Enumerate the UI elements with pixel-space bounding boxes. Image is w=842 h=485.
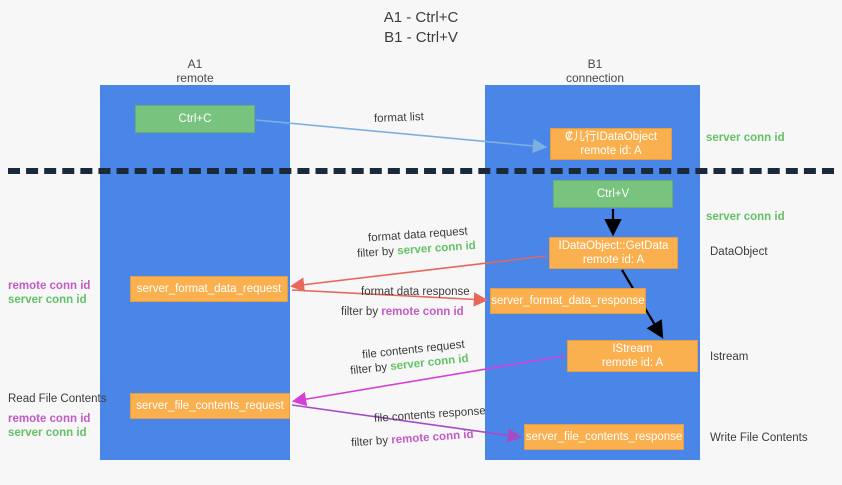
conn-id-legend-middle: remote conn id server conn id (8, 279, 90, 307)
node-idataobject-remote-id: remote id: A (580, 145, 642, 157)
conn-id-legend-middle-server: server conn id (8, 294, 87, 306)
node-getdata-label: IDataObject::GetData (558, 240, 669, 252)
filter-by-text: filter by (356, 245, 398, 261)
title-line-2: B1 - Ctrl+V (384, 29, 458, 46)
label-format-list: format list (373, 111, 425, 125)
filter-by-text-4: filter by (350, 434, 392, 450)
label-server-conn-id-top: server conn id (706, 132, 785, 144)
filter-remote-conn-id: remote conn id (381, 306, 464, 318)
lane-header-b1-sub: connection (565, 71, 625, 85)
node-ctrl-c[interactable]: Ctrl+C (135, 105, 255, 133)
node-server-format-data-request[interactable]: server_format_data_request (130, 276, 288, 302)
label-dataobject: DataObject (710, 246, 768, 258)
filter-by-text-3: filter by (349, 361, 391, 378)
label-write-file-contents: Write File Contents (710, 432, 808, 444)
node-server-file-contents-request-label: server_file_contents_request (136, 400, 284, 412)
page-title: A1 - Ctrl+C B1 - Ctrl+V (0, 8, 842, 48)
filter-server-conn-id: server conn id (396, 239, 477, 258)
node-server-format-data-response-label: server_format_data_response (491, 295, 645, 307)
label-read-file-contents: Read File Contents (8, 393, 107, 405)
lane-header-b1-name: B1 (587, 57, 603, 71)
lane-header-a1-name: A1 (187, 57, 203, 71)
conn-id-legend-bottom-server: server conn id (8, 427, 87, 439)
label-format-data-response-filter: filter by remote conn id (341, 305, 464, 320)
title-line-1: A1 - Ctrl+C (383, 9, 459, 26)
node-server-file-contents-response[interactable]: server_file_contents_response (524, 424, 684, 450)
label-format-data-response: format data response (361, 286, 470, 298)
lane-header-a1: A1 remote (120, 57, 270, 85)
node-idataobject[interactable]: ₡儿行IDataObject remote id: A (550, 128, 672, 160)
node-getdata-remote-id: remote id: A (582, 254, 645, 266)
conn-id-legend-bottom-remote: remote conn id (8, 413, 91, 425)
node-server-format-data-request-label: server_format_data_request (136, 283, 282, 295)
label-istream: Istream (710, 351, 749, 363)
node-istream[interactable]: IStream remote id: A (567, 340, 698, 372)
node-idataobject-getdata[interactable]: IDataObject::GetData remote id: A (549, 237, 678, 269)
node-server-file-contents-response-label: server_file_contents_response (525, 431, 683, 443)
node-server-format-data-response[interactable]: server_format_data_response (490, 288, 646, 314)
node-idataobject-label: ₡儿行IDataObject (564, 131, 658, 143)
phase-divider (8, 168, 834, 174)
conn-id-legend-bottom: remote conn id server conn id (8, 412, 90, 440)
node-ctrl-c-label: Ctrl+C (178, 113, 212, 125)
node-server-file-contents-request[interactable]: server_file_contents_request (130, 393, 290, 419)
filter-remote-conn-id-2: remote conn id (390, 428, 474, 447)
label-file-contents-response-filter: filter by remote conn id (351, 428, 474, 452)
node-istream-remote-id: remote id: A (601, 357, 664, 369)
conn-id-legend-middle-remote: remote conn id (8, 280, 91, 292)
label-file-contents-response: file contents response (373, 405, 487, 425)
node-istream-label: IStream (612, 343, 653, 355)
node-ctrl-v-label: Ctrl+V (596, 188, 630, 200)
lane-header-a1-sub: remote (176, 71, 214, 85)
filter-by-text-2: filter by (341, 306, 382, 318)
label-server-conn-id-second: server conn id (706, 211, 785, 223)
lane-header-b1: B1 connection (520, 57, 670, 85)
node-ctrl-v[interactable]: Ctrl+V (553, 180, 673, 208)
